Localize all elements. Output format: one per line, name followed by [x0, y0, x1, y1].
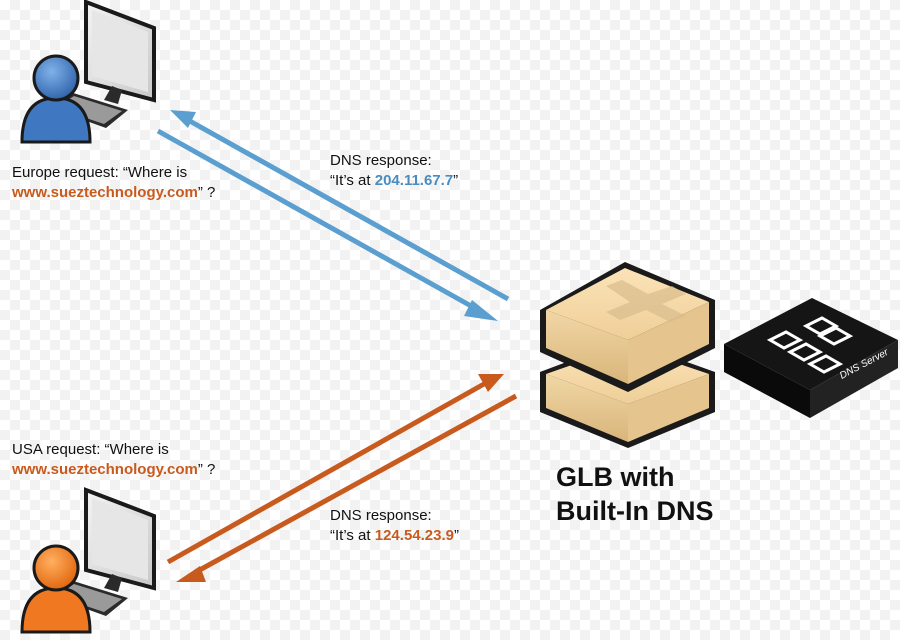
computer-monitor-icon [84, 487, 156, 592]
user-person-icon [20, 544, 92, 634]
glb-title-line1: GLB with [556, 462, 675, 492]
computer-monitor-icon [84, 0, 156, 104]
dns-response-top-suffix: ” [453, 172, 459, 189]
usa-response-arrow [176, 393, 518, 582]
europe-request-text: Europe request: “Where is www.sueztechno… [12, 163, 215, 203]
usa-request-arrow [166, 374, 504, 565]
usa-user-workstation [20, 487, 156, 634]
dns-response-bottom-prefix: “It’s at [330, 527, 375, 544]
europe-request-suffix: ” ? [197, 184, 216, 201]
dns-response-top-prefix: “It’s at [330, 172, 375, 189]
dns-response-bottom-heading: DNS response: [330, 507, 432, 524]
dns-server-icon [724, 298, 898, 418]
user-person-icon [20, 54, 92, 144]
usa-request-prefix: USA request: “Where is [12, 441, 169, 458]
dns-response-bottom-suffix: ” [454, 527, 459, 544]
usa-request-text: USA request: “Where is www.sueztechnolog… [12, 440, 215, 480]
europe-user-workstation [20, 0, 156, 144]
europe-request-prefix: Europe request: “Where is [12, 164, 188, 181]
dns-response-bottom: DNS response: “It’s at 124.54.23.9” [330, 506, 459, 546]
usa-request-domain: www.sueztechnology.com [12, 461, 198, 478]
europe-response-arrow [170, 110, 510, 302]
dns-response-top-ip: 204.11.67.7 [374, 172, 454, 189]
glb-title-line2: Built-In DNS [556, 496, 714, 526]
usa-request-suffix: ” ? [197, 461, 216, 478]
europe-request-arrow [156, 128, 498, 321]
dns-response-top-heading: DNS response: [330, 152, 432, 169]
glb-title: GLB with Built-In DNS [556, 460, 713, 528]
glb-device-icon [540, 262, 715, 448]
europe-request-domain: www.sueztechnology.com [12, 184, 198, 201]
dns-response-top: DNS response: “It’s at 204.11.67.7” [330, 151, 458, 191]
dns-response-bottom-ip: 124.54.23.9 [374, 527, 454, 544]
